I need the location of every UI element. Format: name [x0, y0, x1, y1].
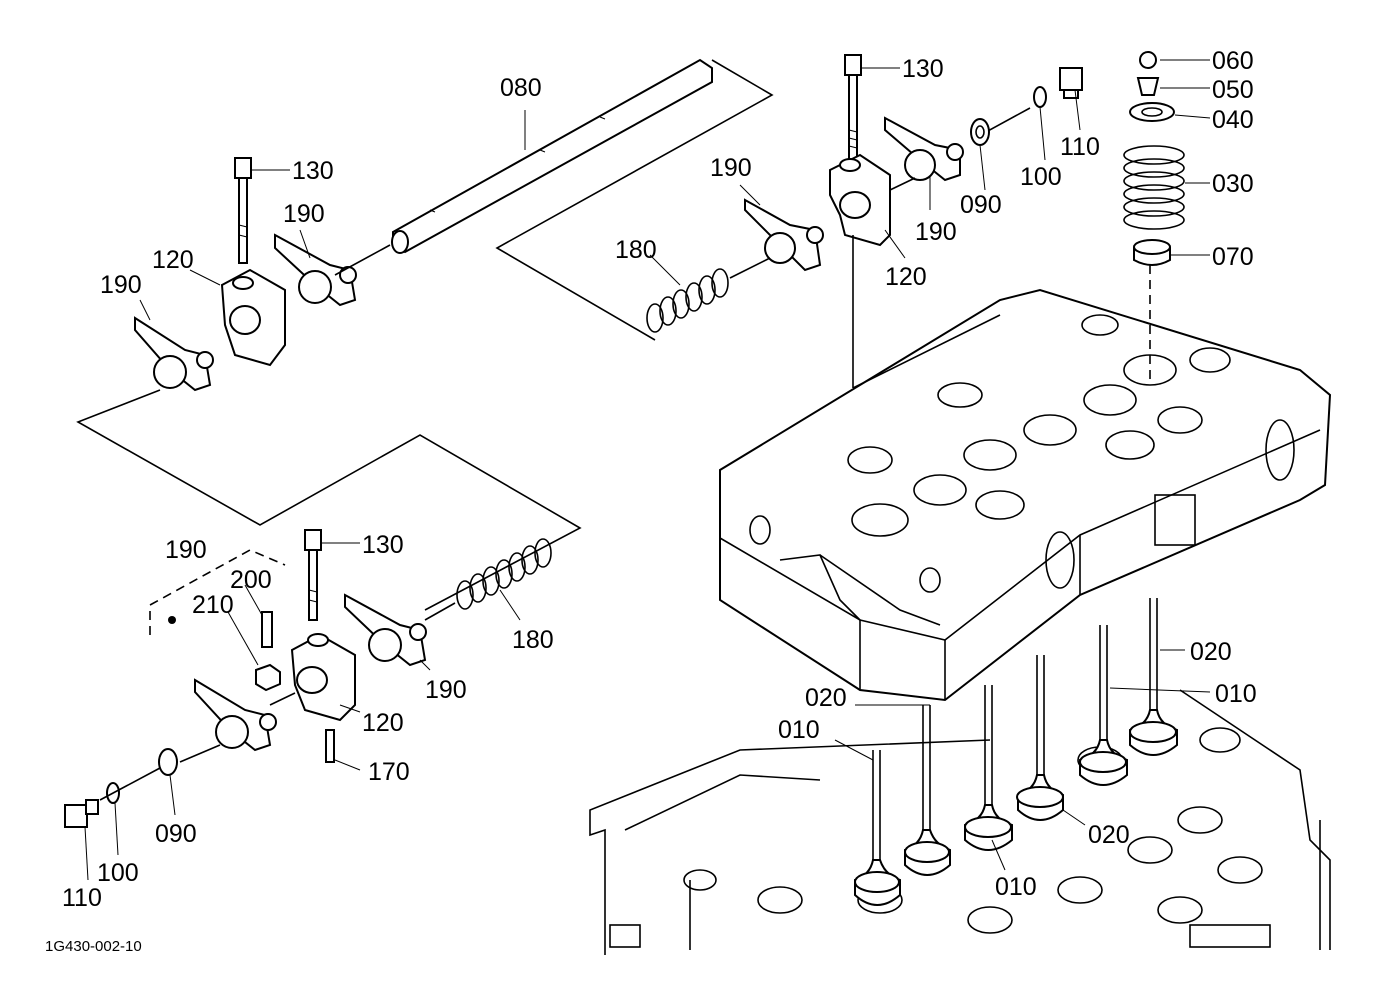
valve-spring-stack	[1123, 51, 1185, 385]
valve-010-b	[964, 685, 1013, 851]
label-110-upper: 110	[1060, 133, 1100, 161]
label-020-left: 020	[805, 684, 847, 712]
valves	[854, 598, 1178, 906]
valve-010-c	[1079, 625, 1128, 786]
label-070: 070	[1212, 243, 1254, 271]
label-130-lower: 130	[362, 531, 404, 559]
diagram-code: 1G430-002-10	[45, 938, 142, 955]
label-190-lower-right: 190	[425, 676, 467, 704]
label-190-lower-left: 190	[165, 536, 207, 564]
label-050: 050	[1212, 76, 1254, 104]
valve-collet-050	[1136, 77, 1160, 96]
label-180-upper: 180	[615, 236, 657, 264]
label-120-upper-right: 120	[885, 263, 927, 291]
rocker-shaft-080	[391, 58, 774, 341]
label-120-left: 120	[152, 246, 194, 274]
spring-180-upper	[646, 268, 729, 333]
label-100-upper: 100	[1020, 163, 1062, 191]
label-080: 080	[500, 74, 542, 102]
valve-spring-030	[1123, 145, 1185, 230]
label-020-mid: 020	[1088, 821, 1130, 849]
valve-020-b	[1016, 655, 1064, 821]
label-010-right: 010	[1215, 680, 1257, 708]
label-060: 060	[1212, 47, 1254, 75]
rocker-assembly-left	[76, 157, 582, 611]
valve-cap-060	[1139, 51, 1157, 69]
label-120-lower: 120	[362, 709, 404, 737]
leader-lines	[84, 59, 1211, 881]
label-190-upper-right: 190	[915, 218, 957, 246]
label-040: 040	[1212, 106, 1254, 134]
label-190-left-lower: 190	[100, 271, 142, 299]
label-030: 030	[1212, 170, 1254, 198]
spring-180-lower	[456, 538, 552, 610]
cylinder-head	[719, 288, 1332, 702]
label-130-left: 130	[292, 157, 334, 185]
label-010-left: 010	[778, 716, 820, 744]
valve-020-c	[1129, 598, 1178, 756]
label-110-lower: 110	[62, 884, 102, 912]
spring-retainer-040	[1129, 102, 1175, 122]
label-170: 170	[368, 758, 410, 786]
label-090-lower: 090	[155, 820, 197, 848]
label-180-lower: 180	[512, 626, 554, 654]
label-090-upper: 090	[960, 191, 1002, 219]
label-210: 210	[192, 591, 234, 619]
engine-block	[589, 689, 1331, 955]
valve-010-a	[854, 750, 901, 906]
label-100-lower: 100	[97, 859, 139, 887]
label-010-mid: 010	[995, 873, 1037, 901]
label-200: 200	[230, 566, 272, 594]
valve-020-a	[904, 705, 951, 876]
label-020-right: 020	[1190, 638, 1232, 666]
callout-labels: 060 050 040 030 070 130 110 100 090 080 …	[45, 47, 1257, 955]
head-ports	[749, 314, 1295, 593]
rocker-assembly-lower	[64, 529, 552, 828]
label-190-upper-mid: 190	[710, 154, 752, 182]
label-130-upper-right: 130	[902, 55, 944, 83]
label-190-left-upper: 190	[283, 200, 325, 228]
